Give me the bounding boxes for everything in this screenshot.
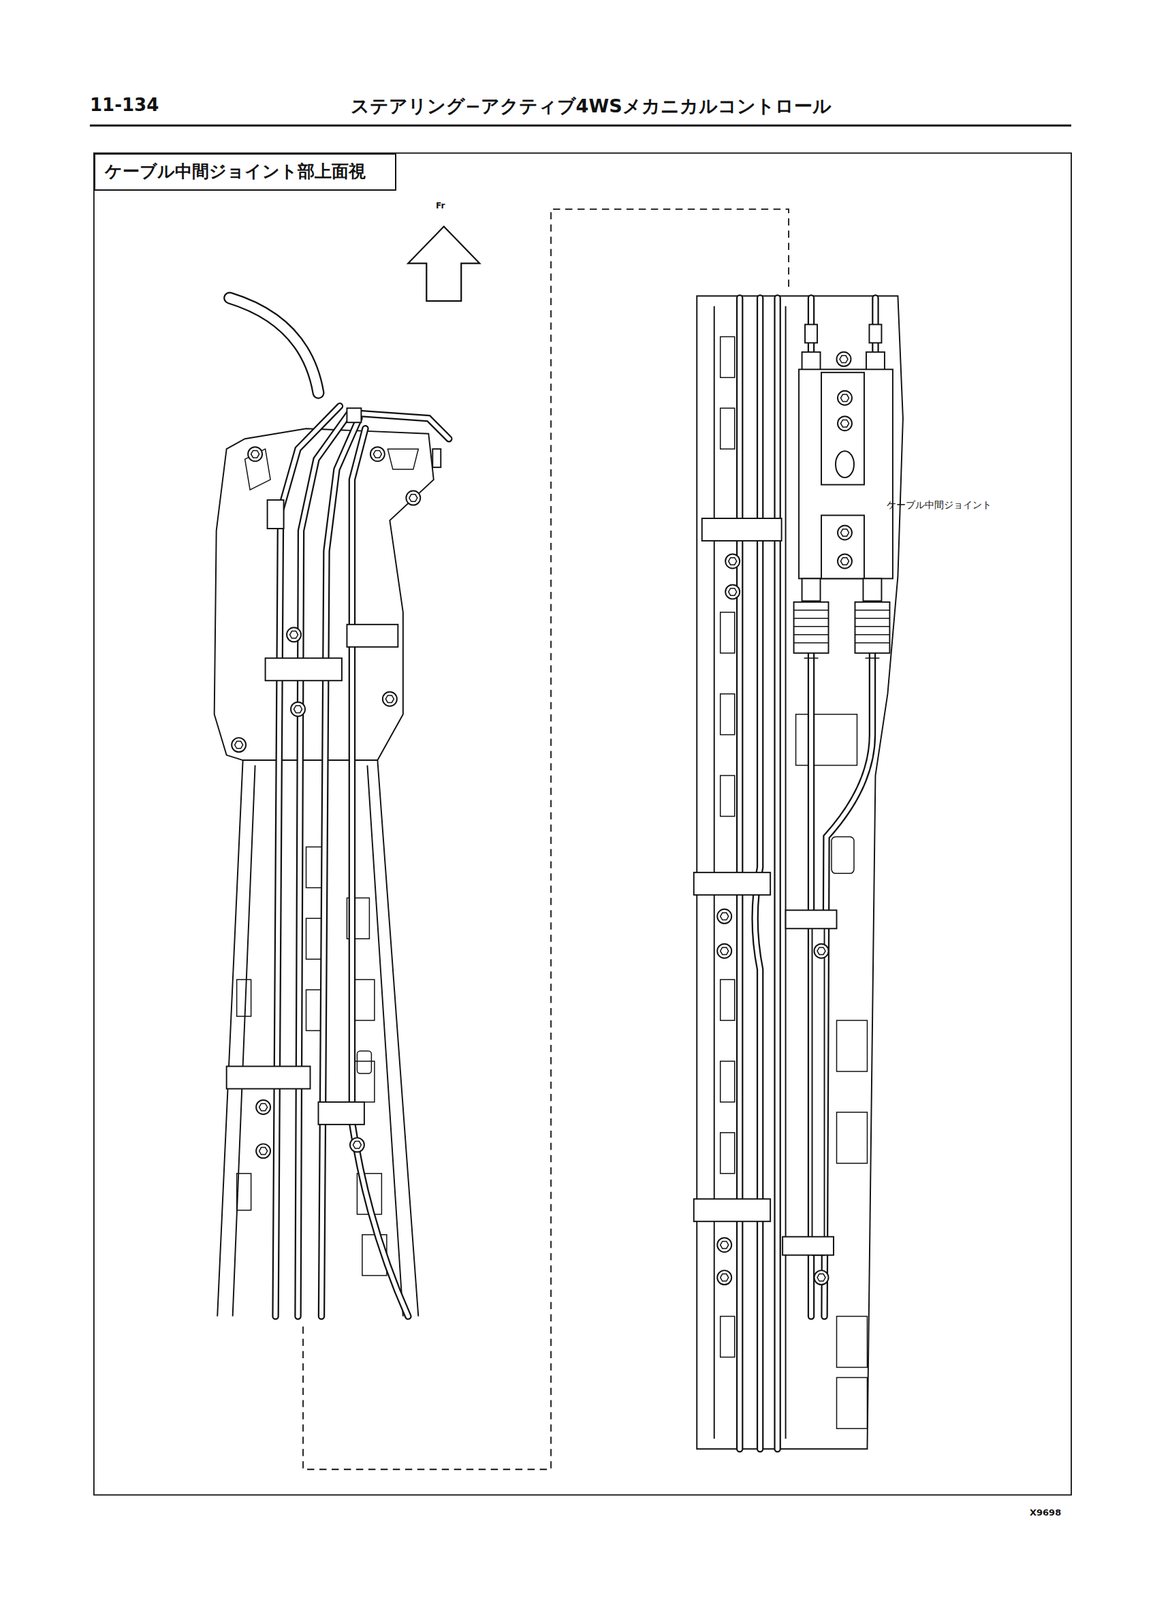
page-header: ステアリング−アクティブ4WSメカニカルコントロール [350, 95, 832, 117]
figure-code: X9698 [1029, 1507, 1062, 1518]
heading-text: ケーブル中間ジョイント部上面視 [104, 160, 386, 183]
part-name: ケーブル中間ジョイント [886, 499, 992, 511]
direction-mark: Fr [435, 201, 445, 212]
page-number: 11-134 [89, 95, 159, 116]
heading-box: ケーブル中間ジョイント部上面視 [93, 153, 397, 191]
